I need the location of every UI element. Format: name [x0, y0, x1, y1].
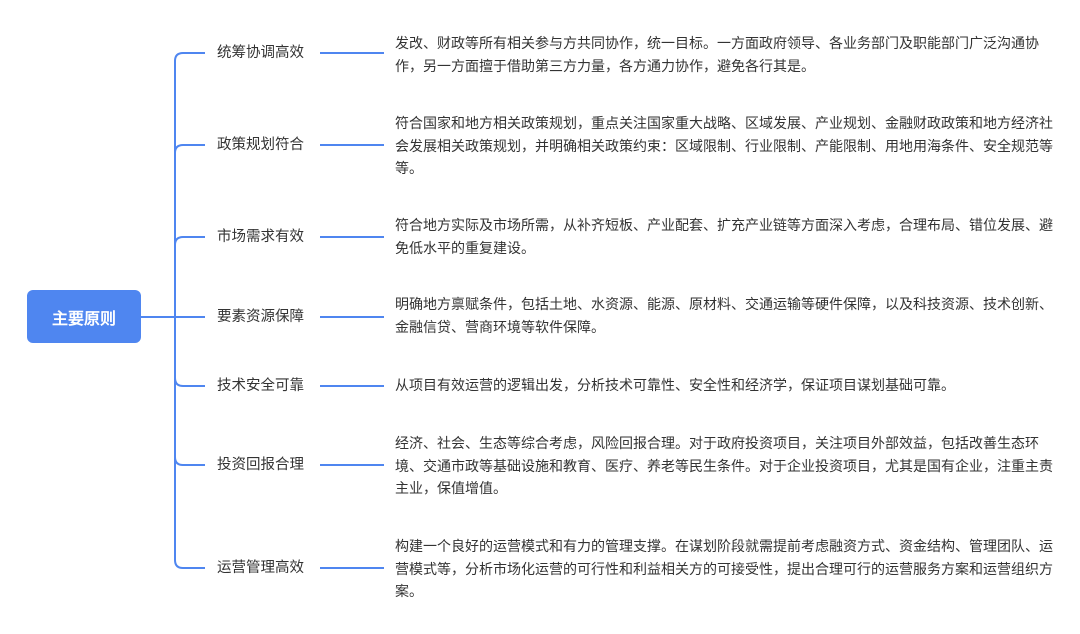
branch-description: 发改、财政等所有相关参与方共同协作，统一目标。一方面政府领导、各业务部门及职能部… [395, 36, 1039, 75]
branch-description: 明确地方禀赋条件，包括土地、水资源、能源、原材料、交通运输等硬件保障，以及科技资… [395, 297, 1053, 336]
branch-connector [174, 52, 205, 62]
branch-connector [174, 144, 205, 154]
branch-label[interactable]: 统筹协调高效 [217, 45, 304, 61]
root-label: 主要原则 [51, 308, 116, 328]
branch-connector [174, 456, 205, 466]
branch-connector [174, 559, 205, 569]
branch-connector [174, 377, 205, 387]
branch-description: 经济、社会、生态等综合考虑，风险回报合理。对于政府投资项目，关注项目外部效益，包… [395, 436, 1053, 497]
branch-description: 符合国家和地方相关政策规划，重点关注国家重大战略、区域发展、产业规划、金融财政政… [395, 116, 1053, 177]
branch-label[interactable]: 要素资源保障 [217, 309, 304, 325]
branch-label[interactable]: 政策规划符合 [217, 137, 304, 153]
branch-label[interactable]: 技术安全可靠 [217, 378, 304, 394]
branch-label[interactable]: 运营管理高效 [217, 560, 304, 576]
branch-label[interactable]: 投资回报合理 [217, 457, 304, 473]
branch-description: 从项目有效运营的逻辑出发，分析技术可靠性、安全性和经济学，保证项目谋划基础可靠。 [395, 378, 955, 394]
root-node[interactable]: 主要原则 [27, 290, 141, 343]
branch-description: 符合地方实际及市场所需，从补齐短板、产业配套、扩充产业链等方面深入考虑，合理布局… [395, 218, 1053, 257]
branch-label[interactable]: 市场需求有效 [217, 229, 304, 245]
branch-description: 构建一个良好的运营模式和有力的管理支撑。在谋划阶段就需提前考虑融资方式、资金结构… [395, 539, 1053, 600]
branch-connector [174, 236, 205, 246]
